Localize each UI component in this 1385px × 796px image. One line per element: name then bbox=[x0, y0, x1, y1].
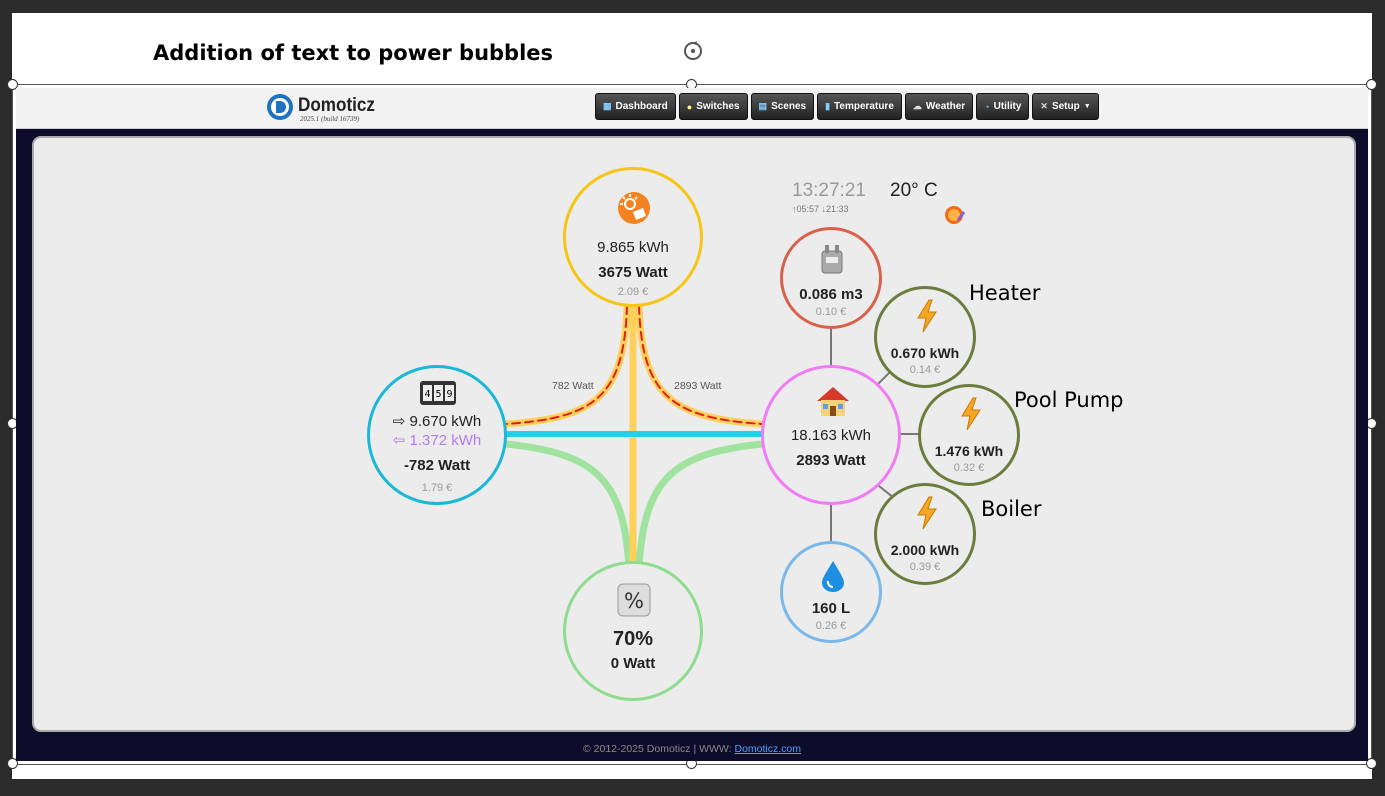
cloud-icon: ☁ bbox=[912, 101, 922, 111]
meter-counter-icon: 4 5 9 bbox=[420, 381, 456, 405]
slide-title: Addition of text to power bubbles bbox=[153, 41, 554, 65]
logo-name: Domoticz bbox=[298, 95, 375, 116]
nav-weather[interactable]: ☁Weather bbox=[904, 93, 974, 120]
grid-bubble[interactable]: 4 5 9 ⇨ 9.670 kWh ⇦ 1.372 kWh -782 Watt … bbox=[367, 365, 507, 505]
gas-meter-icon bbox=[821, 245, 843, 274]
footer: © 2012-2025 Domoticz | WWW: Domoticz.com bbox=[16, 743, 1368, 755]
nav-dashboard[interactable]: ▦Dashboard bbox=[595, 93, 676, 120]
nav-setup[interactable]: ✕Setup▼ bbox=[1032, 93, 1099, 120]
home-bubble[interactable]: 18.163 kWh 2893 Watt bbox=[761, 365, 901, 505]
water-drop-icon bbox=[822, 561, 844, 592]
bulb-icon: ● bbox=[686, 101, 693, 112]
topbar: Domoticz 2025.1 (build 16739) ▦Dashboard… bbox=[16, 88, 1368, 129]
main-nav: ▦Dashboard ●Switches ▤Scenes ▮Temperatur… bbox=[595, 93, 1099, 120]
logo-build: 2025.1 (build 16739) bbox=[300, 115, 360, 123]
lightning-icon bbox=[917, 496, 937, 530]
footer-link[interactable]: Domoticz.com bbox=[734, 743, 801, 755]
svg-text:4: 4 bbox=[424, 389, 430, 400]
chevron-down-icon: ▼ bbox=[1083, 103, 1091, 110]
solar-bubble[interactable]: 9.865 kWh 3675 Watt 2.09 € bbox=[563, 167, 703, 307]
nav-scenes[interactable]: ▤Scenes bbox=[750, 93, 815, 120]
annotation-boiler: Boiler bbox=[981, 497, 1042, 521]
flow-lines bbox=[502, 302, 921, 572]
water-cost: 0.26 € bbox=[815, 620, 847, 632]
resize-handle[interactable] bbox=[7, 79, 18, 90]
footer-text: © 2012-2025 Domoticz | WWW: bbox=[583, 743, 735, 755]
percent-icon: % bbox=[617, 583, 651, 617]
clock-time: 13:27:21 bbox=[792, 180, 866, 201]
flow-label-solar-home: 2893 Watt bbox=[674, 380, 722, 392]
logo[interactable]: Domoticz 2025.1 (build 16739) bbox=[266, 93, 375, 125]
resize-handle[interactable] bbox=[1366, 758, 1377, 769]
solar-panel-icon bbox=[618, 192, 650, 224]
svg-text:5: 5 bbox=[435, 389, 441, 400]
grid-import: ⇨ 9.670 kWh bbox=[392, 413, 482, 430]
scenes-icon: ▤ bbox=[758, 101, 768, 111]
solar-watt: 3675 Watt bbox=[598, 264, 668, 281]
utility-icon: ◔ bbox=[984, 101, 990, 112]
dashboard-icon: ▦ bbox=[603, 101, 612, 111]
water-value: 160 L bbox=[811, 600, 851, 617]
grid-export: ⇦ 1.372 kWh bbox=[392, 432, 482, 449]
grid-cost: 1.79 € bbox=[421, 482, 453, 494]
tools-icon: ✕ bbox=[1040, 101, 1048, 111]
solar-cost: 2.09 € bbox=[617, 286, 649, 298]
resize-handle[interactable] bbox=[1366, 79, 1377, 90]
weather-icon bbox=[945, 206, 966, 224]
solar-kwh: 9.865 kWh bbox=[597, 239, 669, 256]
domoticz-logo-icon bbox=[267, 94, 293, 120]
gas-bubble[interactable]: 0.086 m3 0.10 € bbox=[780, 227, 882, 329]
gas-value: 0.086 m3 bbox=[799, 286, 863, 303]
nav-switches[interactable]: ●Switches bbox=[678, 93, 748, 120]
boiler-value: 2.000 kWh bbox=[890, 542, 960, 558]
thermometer-icon: ▮ bbox=[825, 101, 831, 111]
boiler-cost: 0.39 € bbox=[909, 561, 941, 573]
heater-bubble[interactable]: 0.670 kWh 0.14 € bbox=[874, 286, 976, 388]
pool-pump-value: 1.476 kWh bbox=[934, 443, 1004, 459]
heater-cost: 0.14 € bbox=[909, 364, 941, 376]
home-kwh: 18.163 kWh bbox=[790, 427, 872, 444]
rotate-handle-icon[interactable] bbox=[681, 39, 705, 63]
annotation-pool-pump: Pool Pump bbox=[1014, 388, 1124, 412]
slide: Addition of text to power bubbles Domoti… bbox=[7, 13, 1377, 779]
nav-utility[interactable]: ◔Utility bbox=[976, 93, 1030, 120]
battery-percent: 70% bbox=[612, 628, 654, 650]
lightning-icon bbox=[961, 397, 981, 431]
pool-pump-cost: 0.32 € bbox=[953, 462, 985, 474]
battery-bubble[interactable]: % 70% 0 Watt bbox=[563, 561, 703, 701]
battery-watt: 0 Watt bbox=[610, 655, 656, 672]
grid-watt: -782 Watt bbox=[403, 457, 471, 474]
svg-text:%: % bbox=[624, 589, 644, 613]
temperature: 20° C bbox=[890, 180, 938, 201]
home-watt: 2893 Watt bbox=[796, 452, 866, 469]
boiler-bubble[interactable]: 2.000 kWh 0.39 € bbox=[874, 483, 976, 585]
nav-temperature[interactable]: ▮Temperature bbox=[817, 93, 902, 120]
annotation-heater: Heater bbox=[969, 281, 1041, 305]
svg-text:9: 9 bbox=[446, 389, 452, 400]
heater-value: 0.670 kWh bbox=[890, 345, 960, 361]
water-bubble[interactable]: 160 L 0.26 € bbox=[780, 541, 882, 643]
flow-label-solar-grid: 782 Watt bbox=[552, 380, 594, 392]
domoticz-app: Domoticz 2025.1 (build 16739) ▦Dashboard… bbox=[16, 88, 1368, 761]
resize-handle[interactable] bbox=[7, 758, 18, 769]
house-icon bbox=[817, 387, 849, 416]
sunrise-sunset: ↑05:57 ↓21:33 bbox=[792, 204, 849, 214]
lightning-icon bbox=[917, 299, 937, 333]
gas-cost: 0.10 € bbox=[815, 306, 847, 318]
power-flow-panel: 782 Watt 2893 Watt 9.865 kWh 3675 Watt 2… bbox=[32, 136, 1356, 732]
pool-pump-bubble[interactable]: 1.476 kWh 0.32 € bbox=[918, 384, 1020, 486]
